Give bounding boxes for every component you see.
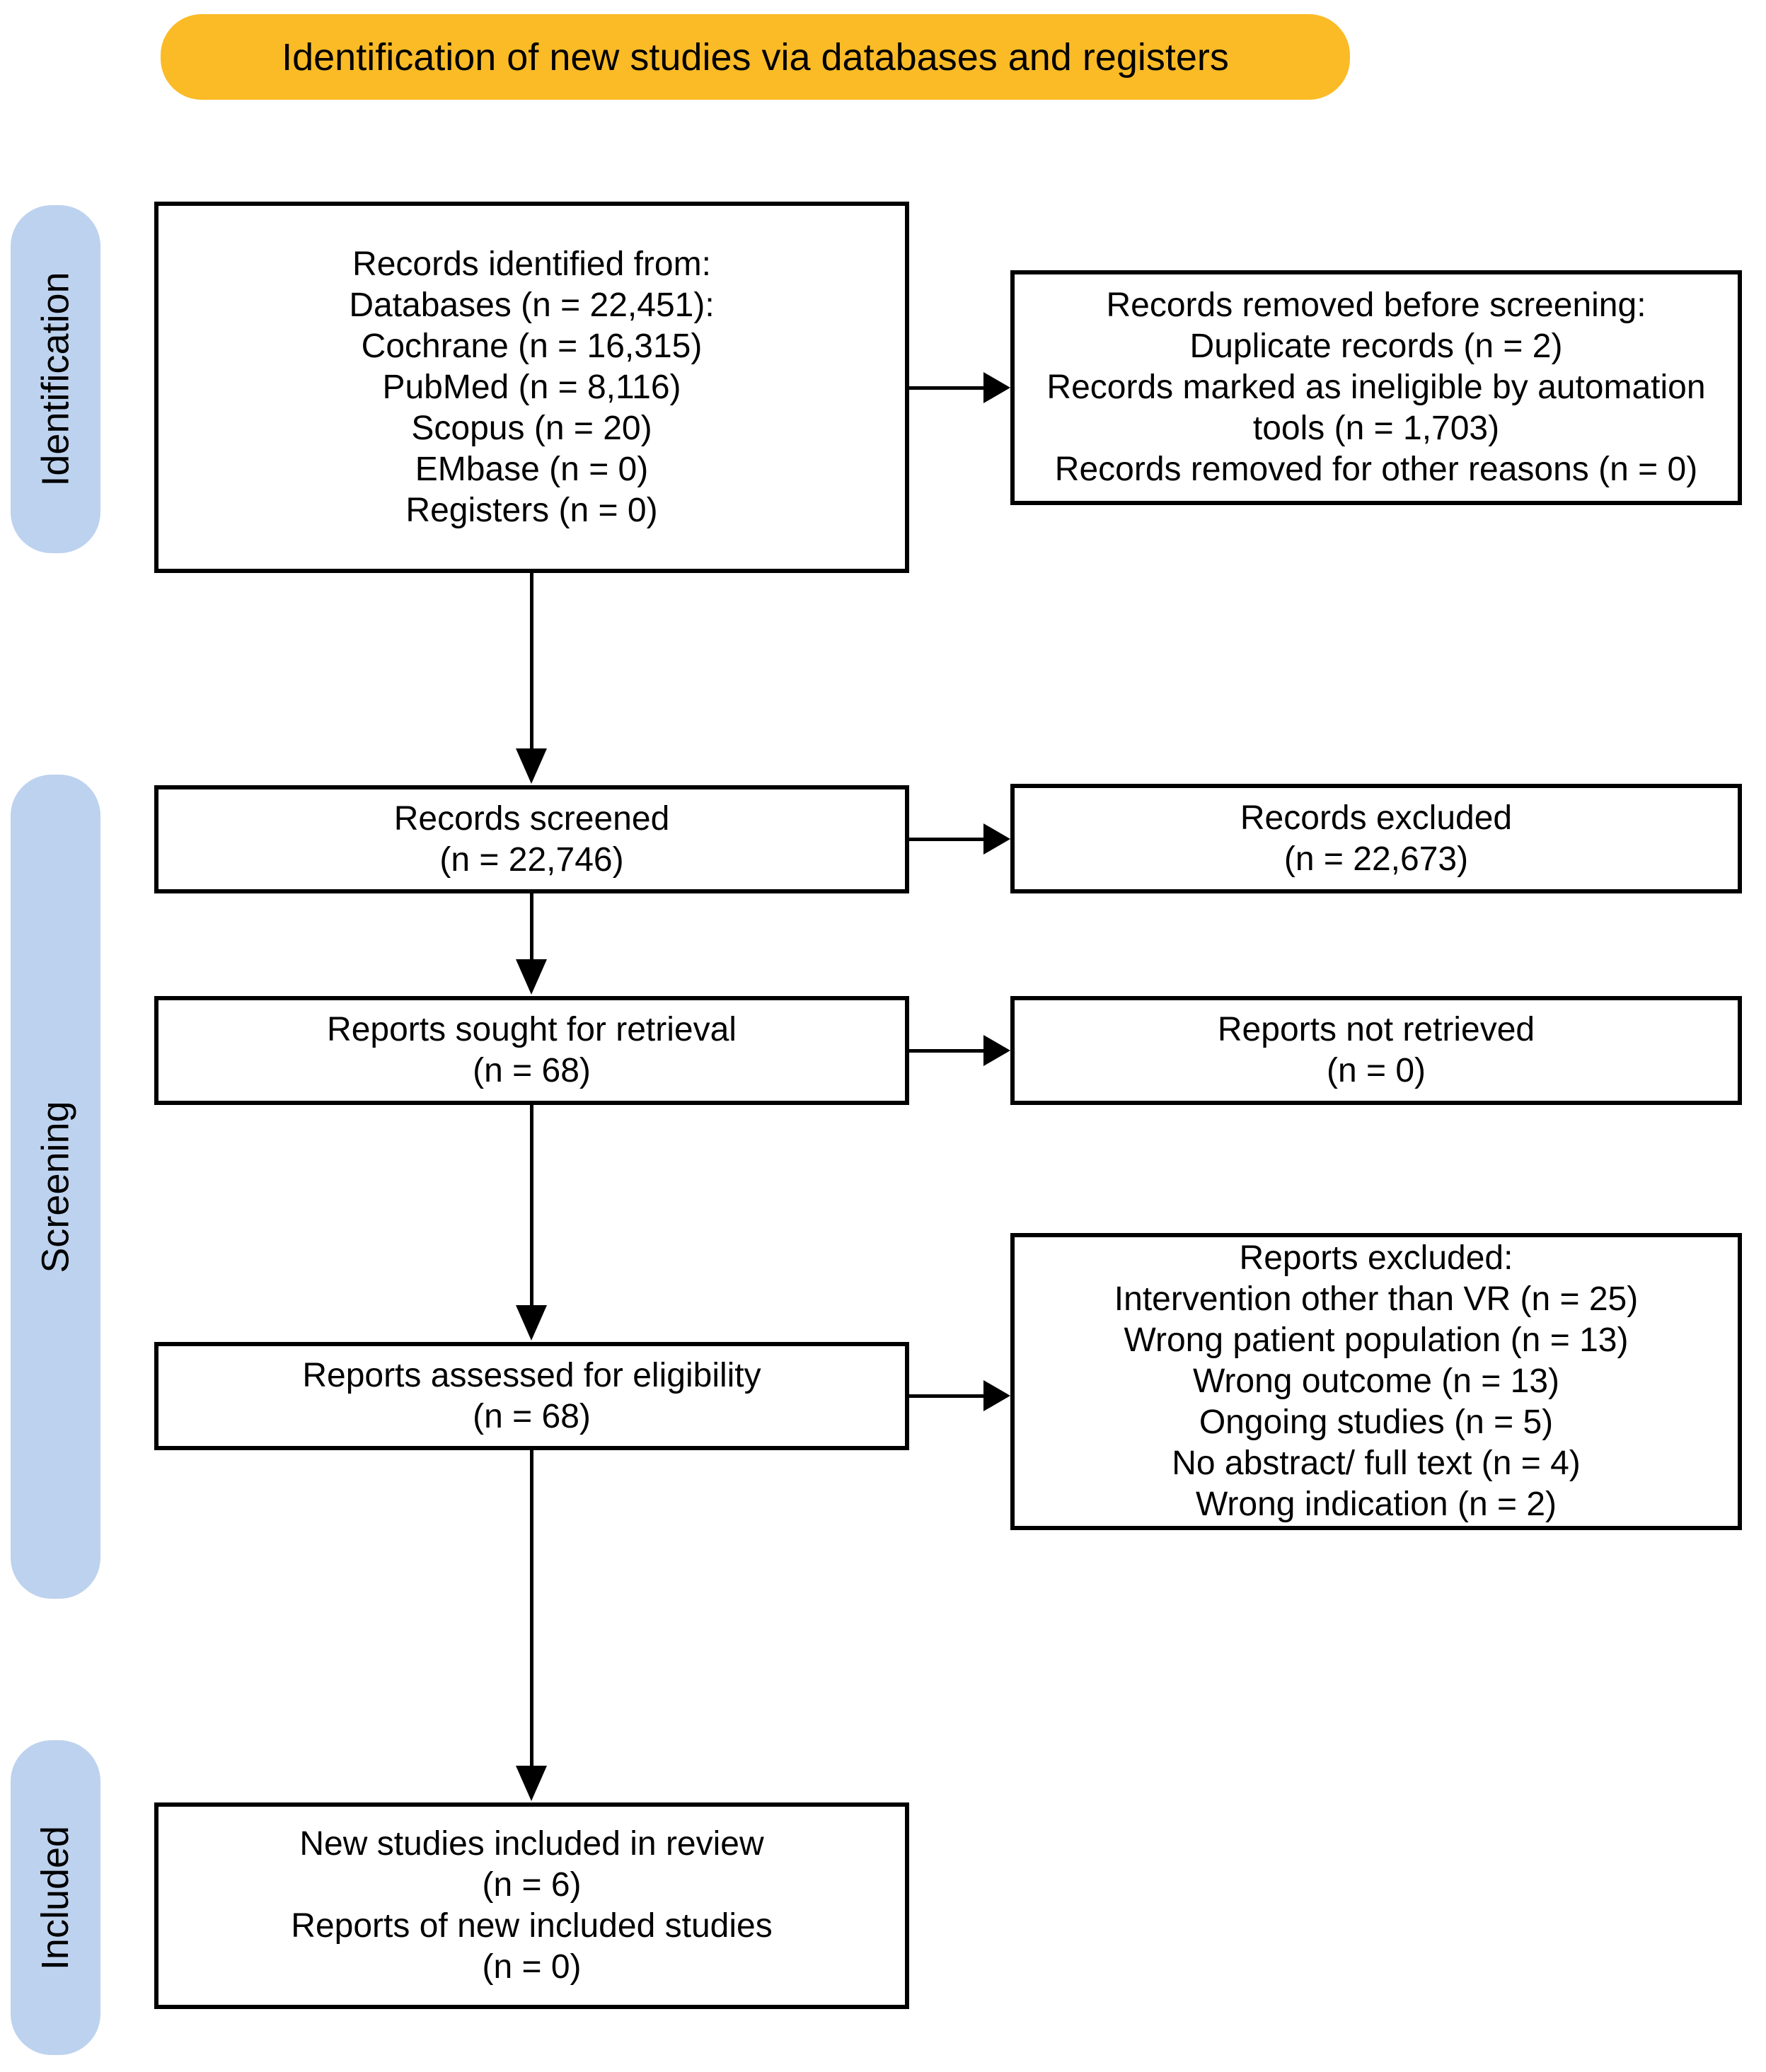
arrow-down-head [516, 1305, 547, 1341]
arrow-line [909, 386, 983, 390]
arrow-line [530, 1105, 533, 1305]
arrow-assessed-to-reports-excluded [909, 1380, 1010, 1411]
box-reports-assessed: Reports assessed for eligibility (n = 68… [154, 1342, 909, 1450]
box-new-studies-included: New studies included in review (n = 6) R… [154, 1802, 909, 2009]
arrow-sought-to-assessed [516, 1105, 547, 1341]
arrow-identified-to-removed [909, 372, 1010, 403]
arrow-screened-to-sought [516, 893, 547, 995]
stage-label-included: Included [11, 1740, 100, 2055]
arrow-line [530, 893, 533, 959]
box-reports-sought: Reports sought for retrieval (n = 68) [154, 996, 909, 1105]
box-reports-excluded: Reports excluded: Intervention other tha… [1010, 1233, 1742, 1530]
box-records-excluded: Records excluded (n = 22,673) [1010, 784, 1742, 893]
stage-label-screening: Screening [11, 775, 100, 1599]
arrow-right-head [983, 1380, 1010, 1411]
arrow-line [530, 573, 533, 748]
arrow-line [909, 1049, 983, 1053]
stage-label-identification: Identification [11, 205, 100, 553]
box-records-identified: Records identified from: Databases (n = … [154, 202, 909, 573]
arrow-assessed-to-included [516, 1450, 547, 1801]
arrow-line [909, 838, 983, 841]
arrow-line [909, 1394, 983, 1398]
arrow-screened-to-excluded [909, 823, 1010, 855]
arrow-right-head [983, 372, 1010, 403]
arrow-identified-to-screened [516, 573, 547, 784]
banner-title: Identification of new studies via databa… [161, 14, 1350, 100]
arrow-sought-to-not-retrieved [909, 1035, 1010, 1066]
stage-label-included-text: Included [34, 1825, 77, 1970]
arrow-line [530, 1450, 533, 1766]
arrow-down-head [516, 748, 547, 784]
arrow-right-head [983, 1035, 1010, 1066]
arrow-down-head [516, 1766, 547, 1801]
stage-label-identification-text: Identification [34, 272, 77, 487]
arrow-right-head [983, 823, 1010, 855]
box-records-screened: Records screened (n = 22,746) [154, 785, 909, 893]
box-reports-not-retrieved: Reports not retrieved (n = 0) [1010, 996, 1742, 1105]
stage-label-screening-text: Screening [34, 1100, 77, 1273]
arrow-down-head [516, 959, 547, 995]
box-records-removed-before-screening: Records removed before screening: Duplic… [1010, 270, 1742, 505]
